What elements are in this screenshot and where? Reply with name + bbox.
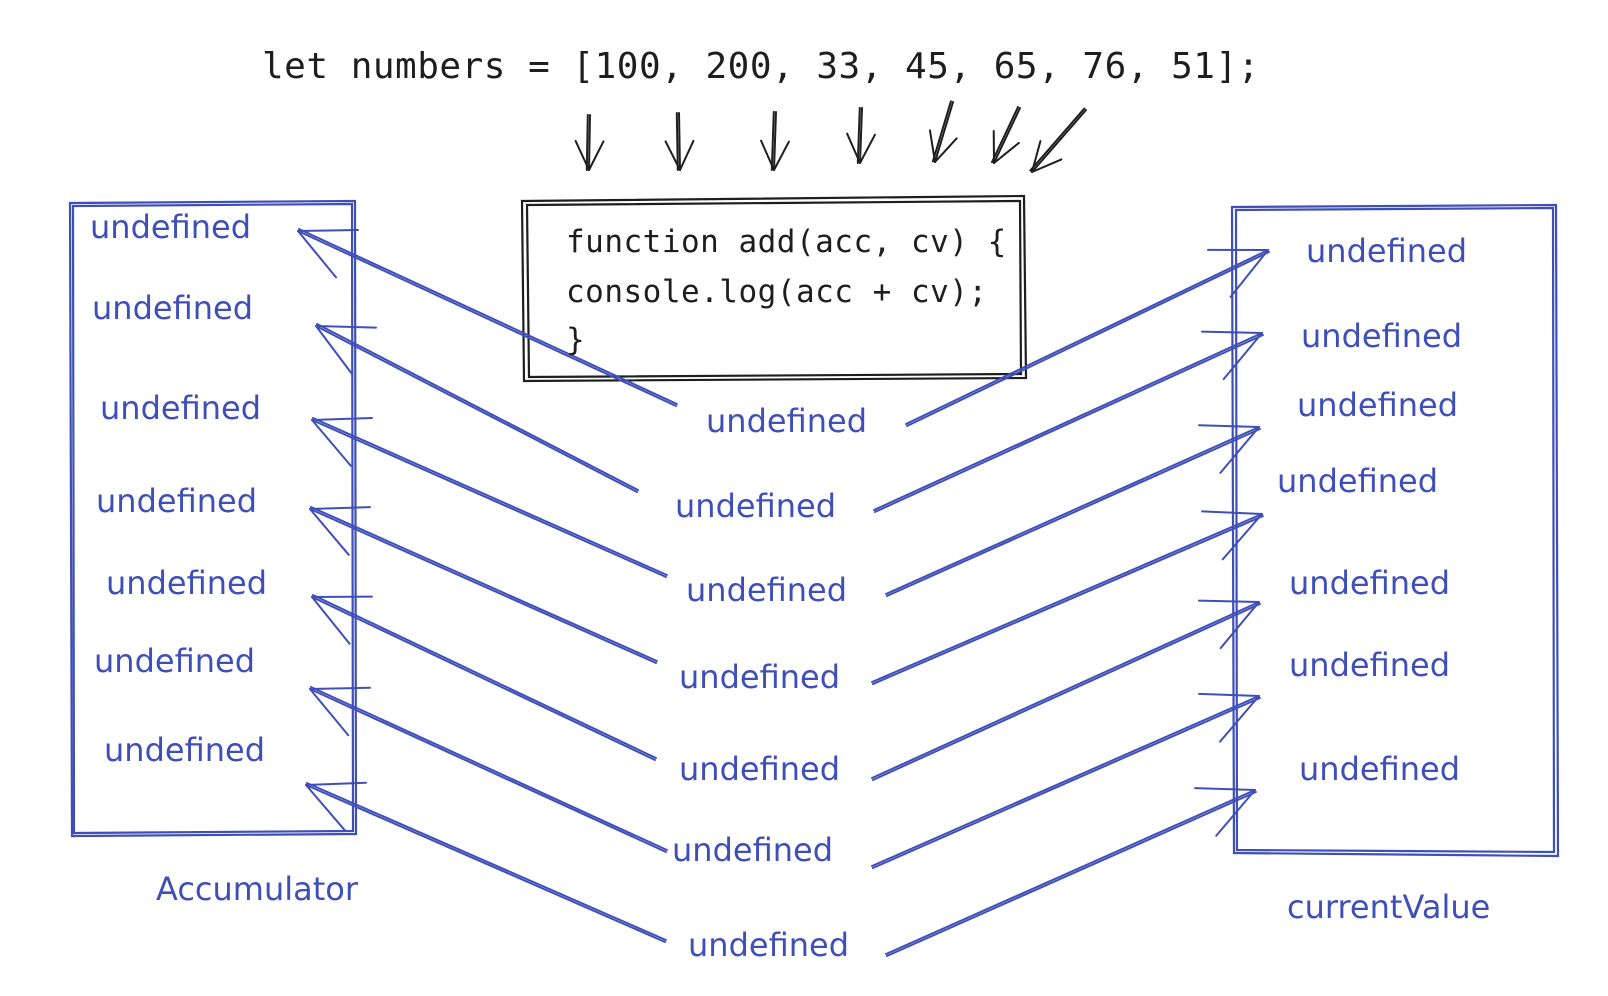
- current-value-arrow: [871, 599, 1261, 782]
- result-to-current-value-arrows: [871, 248, 1270, 958]
- accumulator-arrow: [311, 594, 657, 761]
- function-box: [520, 194, 1028, 383]
- array-element-arrow: [846, 106, 876, 164]
- accumulator-arrow: [309, 686, 668, 853]
- accumulator-arrow: [311, 416, 668, 578]
- current-value-caption: currentValue: [1287, 888, 1491, 926]
- accumulator-arrow: [305, 781, 667, 943]
- function-signature-line: function add(acc, cv) {: [566, 224, 1007, 260]
- current-value-value: undefined: [1297, 386, 1458, 424]
- result-value: undefined: [675, 487, 836, 525]
- result-value: undefined: [679, 658, 840, 696]
- current-value-arrow: [905, 248, 1270, 427]
- current-value-value: undefined: [1301, 317, 1462, 355]
- array-element-arrows: [574, 100, 1087, 173]
- accumulator-value: undefined: [100, 389, 261, 427]
- accumulator-arrow: [309, 505, 658, 664]
- array-element-arrow: [991, 106, 1021, 164]
- result-value: undefined: [706, 402, 867, 440]
- current-value-value: undefined: [1289, 564, 1450, 602]
- current-value-arrow: [871, 692, 1261, 870]
- numbers-array-declaration: let numbers = [100, 200, 33, 45, 65, 76,…: [262, 46, 1260, 87]
- current-value-value: undefined: [1277, 462, 1438, 500]
- accumulator-arrow: [315, 323, 640, 493]
- result-value: undefined: [686, 571, 847, 609]
- result-value: undefined: [688, 926, 849, 964]
- array-element-arrow: [574, 113, 605, 171]
- function-body-line: console.log(acc + cv);: [566, 274, 988, 310]
- array-element-arrow: [1029, 107, 1087, 173]
- array-element-arrow: [664, 112, 695, 172]
- function-closing-brace: }: [566, 322, 586, 358]
- accumulator-value: undefined: [96, 482, 257, 520]
- current-value-arrow: [871, 510, 1264, 686]
- array-element-arrow: [928, 100, 958, 163]
- current-value-arrow: [885, 787, 1257, 958]
- current-value-arrow: [885, 424, 1261, 598]
- accumulator-value: undefined: [90, 208, 251, 246]
- accumulator-value: undefined: [104, 731, 265, 769]
- accumulator-value: undefined: [106, 564, 267, 602]
- current-value-value: undefined: [1289, 646, 1450, 684]
- current-value-value: undefined: [1299, 750, 1460, 788]
- array-element-arrow: [760, 110, 790, 171]
- accumulator-value: undefined: [92, 289, 253, 327]
- accumulator-box: [68, 199, 358, 838]
- current-value-arrow: [873, 330, 1264, 514]
- accumulator-caption: Accumulator: [156, 870, 359, 908]
- result-value: undefined: [672, 831, 833, 869]
- accumulator-value: undefined: [94, 642, 255, 680]
- accumulator-arrow: [297, 228, 678, 407]
- result-value: undefined: [679, 750, 840, 788]
- result-to-accumulator-arrows: [297, 228, 678, 943]
- current-value-box: [1230, 203, 1560, 858]
- current-value-value: undefined: [1306, 232, 1467, 270]
